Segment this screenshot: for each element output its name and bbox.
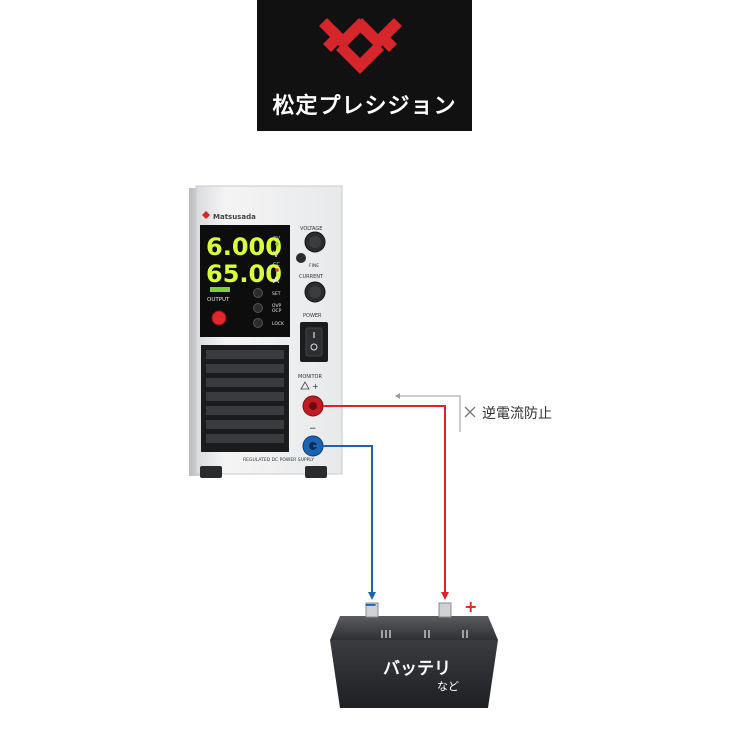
monitor-minus-label: − (309, 424, 317, 434)
lock-label: LOCK (272, 321, 285, 327)
cv-label: CV (273, 236, 280, 242)
battery-label: バッテリ (383, 659, 451, 679)
battery-vent-caps (381, 630, 468, 638)
amp-unit-label: A (273, 276, 280, 286)
device-bottom-label: REGULATED DC POWER SUPPLY (243, 457, 314, 463)
volt-unit-label: V (273, 250, 280, 260)
set-label: SET (272, 291, 281, 297)
battery-positive-post (438, 602, 452, 618)
monitor-label: MONITOR (298, 374, 322, 380)
cc-indicator-led (275, 268, 279, 272)
current-knob-cap (309, 286, 321, 298)
brand-logo-text: 松定プレシジョン (272, 94, 457, 119)
ocp-label: OCP (272, 308, 282, 314)
voltage-knob-cap (309, 236, 321, 248)
maker-logo-icon (202, 211, 210, 219)
current-readout: 65.00 (206, 260, 282, 288)
battery-top (330, 616, 498, 640)
positive-terminal-hole (309, 402, 317, 410)
reverse-current-prevention-label: 逆電流防止 (482, 406, 552, 422)
battery-body (330, 640, 498, 708)
negative-wire (313, 445, 373, 598)
vent-slats (206, 350, 284, 443)
cross-icon (464, 406, 476, 418)
fine-label: FINE (309, 263, 319, 269)
dc-power-supply: Matsusada 6.000 65.00 CV V CC A OUTPUT S… (189, 185, 343, 478)
set-button[interactable] (253, 288, 263, 298)
power-off-mark (310, 343, 318, 351)
battery-minus-sign: − (364, 595, 377, 614)
monitor-plus-label: + (312, 382, 319, 391)
output-label: OUTPUT (207, 297, 230, 303)
lock-button[interactable] (253, 318, 263, 328)
fine-button[interactable] (296, 253, 306, 263)
output-status-bar (210, 287, 230, 292)
reverse-current-path (400, 395, 461, 432)
maker-label: Matsusada (213, 213, 256, 221)
power-label: POWER (303, 313, 322, 319)
battery-plus-sign: + (464, 597, 477, 616)
negative-wire-arrowhead (368, 592, 376, 600)
positive-wire (323, 405, 446, 598)
output-button[interactable] (211, 310, 227, 326)
battery: − + バッテリ など (330, 595, 498, 708)
warning-triangle-icon (300, 381, 310, 390)
current-knob-label: CURRENT (299, 274, 324, 280)
voltage-readout: 6.000 (206, 233, 282, 261)
device-foot-right (305, 466, 327, 478)
power-rocker (305, 327, 323, 357)
battery-negative-post (365, 602, 379, 618)
cc-label: CC (273, 262, 280, 268)
ovp-ocp-button[interactable] (253, 303, 263, 313)
device-foot-left (200, 466, 222, 478)
logo-chevron-mark-icon (319, 18, 402, 74)
voltage-knob-label: VOLTAGE (300, 226, 322, 232)
reverse-current-arrowhead (395, 393, 400, 399)
cv-indicator-led (275, 242, 279, 246)
brand-logo: 松定プレシジョン (257, 0, 472, 131)
positive-wire-arrowhead (441, 592, 449, 600)
battery-sublabel: など (437, 680, 459, 693)
ovp-label: OVP (272, 303, 282, 309)
